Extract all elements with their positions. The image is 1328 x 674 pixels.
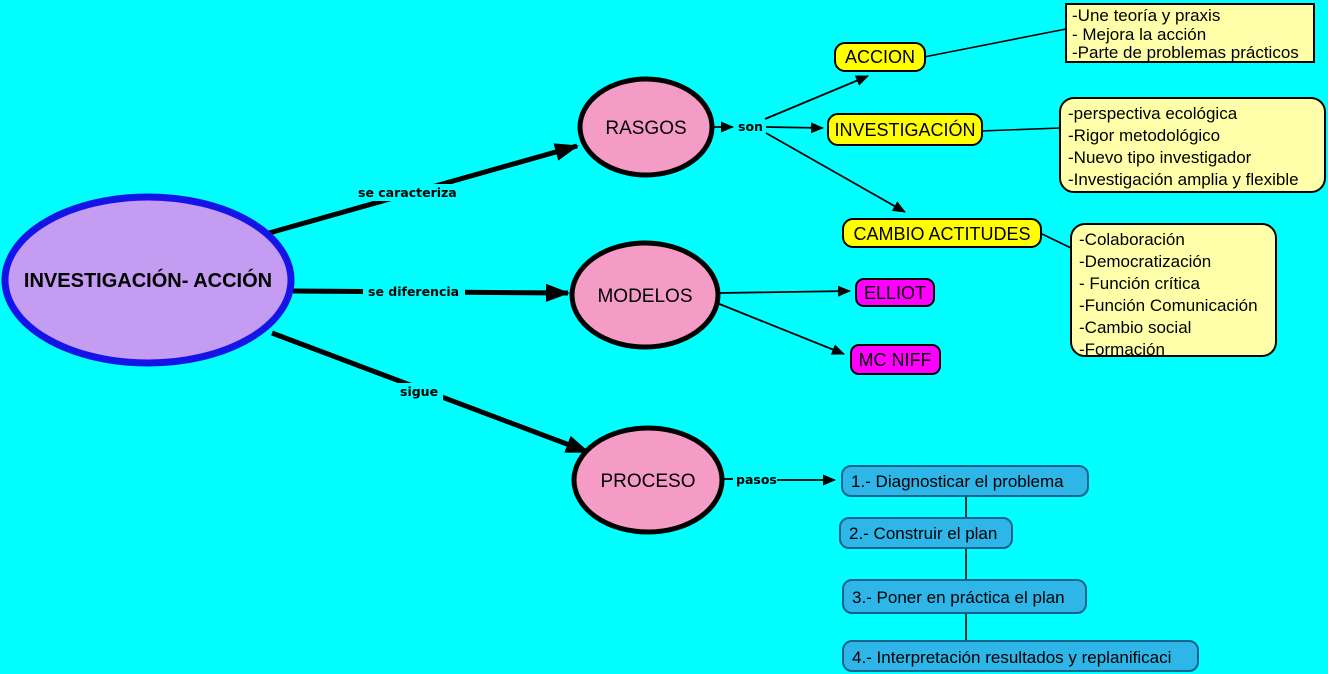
edge-label-text: pasos	[736, 472, 777, 487]
note-line: - Función crítica	[1079, 274, 1200, 293]
edge-son-cambio-actitudes	[765, 132, 906, 213]
note-line: -Cambio social	[1079, 318, 1191, 337]
step-4-shape	[842, 640, 1199, 672]
main-node-label: INVESTIGACIÓN- ACCIÓN	[24, 268, 272, 292]
connector-cambio-note	[1039, 232, 1072, 249]
step-1-shape	[841, 465, 1089, 497]
concept-cambio-actitudes[interactable]: CAMBIO ACTITUDES	[842, 218, 1042, 248]
accion-note-shape	[1065, 3, 1315, 63]
note-line: -Une teoría y praxis	[1072, 6, 1220, 25]
elliot-label: ELLIOT	[864, 283, 926, 303]
concept-investigacion[interactable]: INVESTIGACIÓN	[827, 113, 983, 146]
cambio-note-shape	[1070, 223, 1277, 357]
step-4-label: 4.- Interpretación resultados y replanif…	[852, 648, 1171, 667]
investigacion-label: INVESTIGACIÓN	[834, 119, 975, 140]
rasgos-label: RASGOS	[605, 118, 686, 139]
modelos-ellipse-shape	[569, 240, 721, 350]
concept-accion[interactable]: ACCION	[834, 42, 926, 72]
step-2-shape	[839, 517, 1013, 549]
edge-modelos-mcniff	[716, 302, 845, 355]
edge-label-text: sigue	[400, 384, 438, 399]
rasgos-ellipse-shape	[577, 76, 715, 178]
accion-label: ACCION	[845, 47, 915, 67]
connector-accion-note	[923, 28, 1067, 58]
modelos-label: MODELOS	[597, 286, 692, 307]
edge-label-sigue: sigue	[395, 383, 443, 400]
note-line: -Parte de problemas prácticos	[1072, 43, 1299, 62]
node-investigacion-accion[interactable]: INVESTIGACIÓN- ACCIÓN	[1, 193, 295, 367]
node-rasgos[interactable]: RASGOS	[577, 76, 715, 178]
concept-elliot[interactable]: ELLIOT	[855, 278, 935, 307]
edge-label-text: se diferencia	[368, 284, 459, 299]
mc-niff-label: MC NIFF	[859, 350, 932, 370]
step-3[interactable]: 3.- Poner en práctica el plan	[842, 579, 1087, 614]
note-line: -Función Comunicación	[1079, 296, 1258, 315]
concept-mc-niff[interactable]: MC NIFF	[850, 344, 941, 375]
investigacion-note-shape	[1059, 97, 1326, 193]
note-investigacion[interactable]: -perspectiva ecológica -Rigor metodológi…	[1059, 97, 1326, 193]
step-3-label: 3.- Poner en práctica el plan	[852, 588, 1065, 607]
main-ellipse-shape	[1, 193, 295, 367]
step-2[interactable]: 2.- Construir el plan	[839, 517, 1013, 549]
edge-label-text: son	[738, 119, 763, 134]
note-line: -Nuevo tipo investigador	[1068, 148, 1252, 167]
connector-investigacion-note	[980, 127, 1061, 132]
edge-modelos-elliot	[718, 285, 851, 297]
note-cambio-actitudes[interactable]: -Colaboración -Democratización - Función…	[1070, 223, 1277, 359]
note-line: -perspectiva ecológica	[1068, 104, 1238, 123]
step-4[interactable]: 4.- Interpretación resultados y replanif…	[842, 640, 1199, 672]
cambio-actitudes-label: CAMBIO ACTITUDES	[853, 224, 1030, 244]
proceso-label: PROCESO	[600, 471, 695, 492]
step-1-label: 1.- Diagnosticar el problema	[851, 472, 1064, 491]
elliot-box-shape	[855, 278, 935, 307]
edge-son-accion	[764, 75, 869, 120]
proceso-ellipse-shape	[571, 425, 725, 535]
note-line: - Mejora la acción	[1072, 25, 1206, 44]
edge-son-investigacion	[765, 122, 824, 134]
edge-label-son: son	[735, 119, 764, 134]
note-line: -Rigor metodológico	[1068, 126, 1220, 145]
step-1[interactable]: 1.- Diagnosticar el problema	[841, 465, 1089, 497]
edge-label-se-caracteriza: se caracteriza	[353, 184, 459, 201]
node-proceso[interactable]: PROCESO	[571, 425, 725, 535]
note-accion[interactable]: -Une teoría y praxis - Mejora la acción …	[1065, 3, 1315, 63]
mc-niff-box-shape	[850, 344, 941, 375]
cambio-actitudes-box-shape	[842, 218, 1042, 248]
note-line: -Democratización	[1079, 252, 1211, 271]
accion-box-shape	[834, 42, 926, 72]
note-line: -Formación	[1079, 340, 1165, 359]
investigacion-box-shape	[827, 113, 983, 146]
step-2-label: 2.- Construir el plan	[849, 524, 997, 543]
step-3-shape	[842, 579, 1087, 614]
edge-label-se-diferencia: se diferencia	[363, 283, 465, 300]
note-line: -Colaboración	[1079, 230, 1185, 249]
note-line: -Investigación amplia y flexible	[1068, 170, 1299, 189]
edge-label-text: se caracteriza	[358, 185, 457, 200]
edge-label-pasos: pasos	[733, 471, 777, 487]
node-modelos[interactable]: MODELOS	[569, 240, 721, 350]
